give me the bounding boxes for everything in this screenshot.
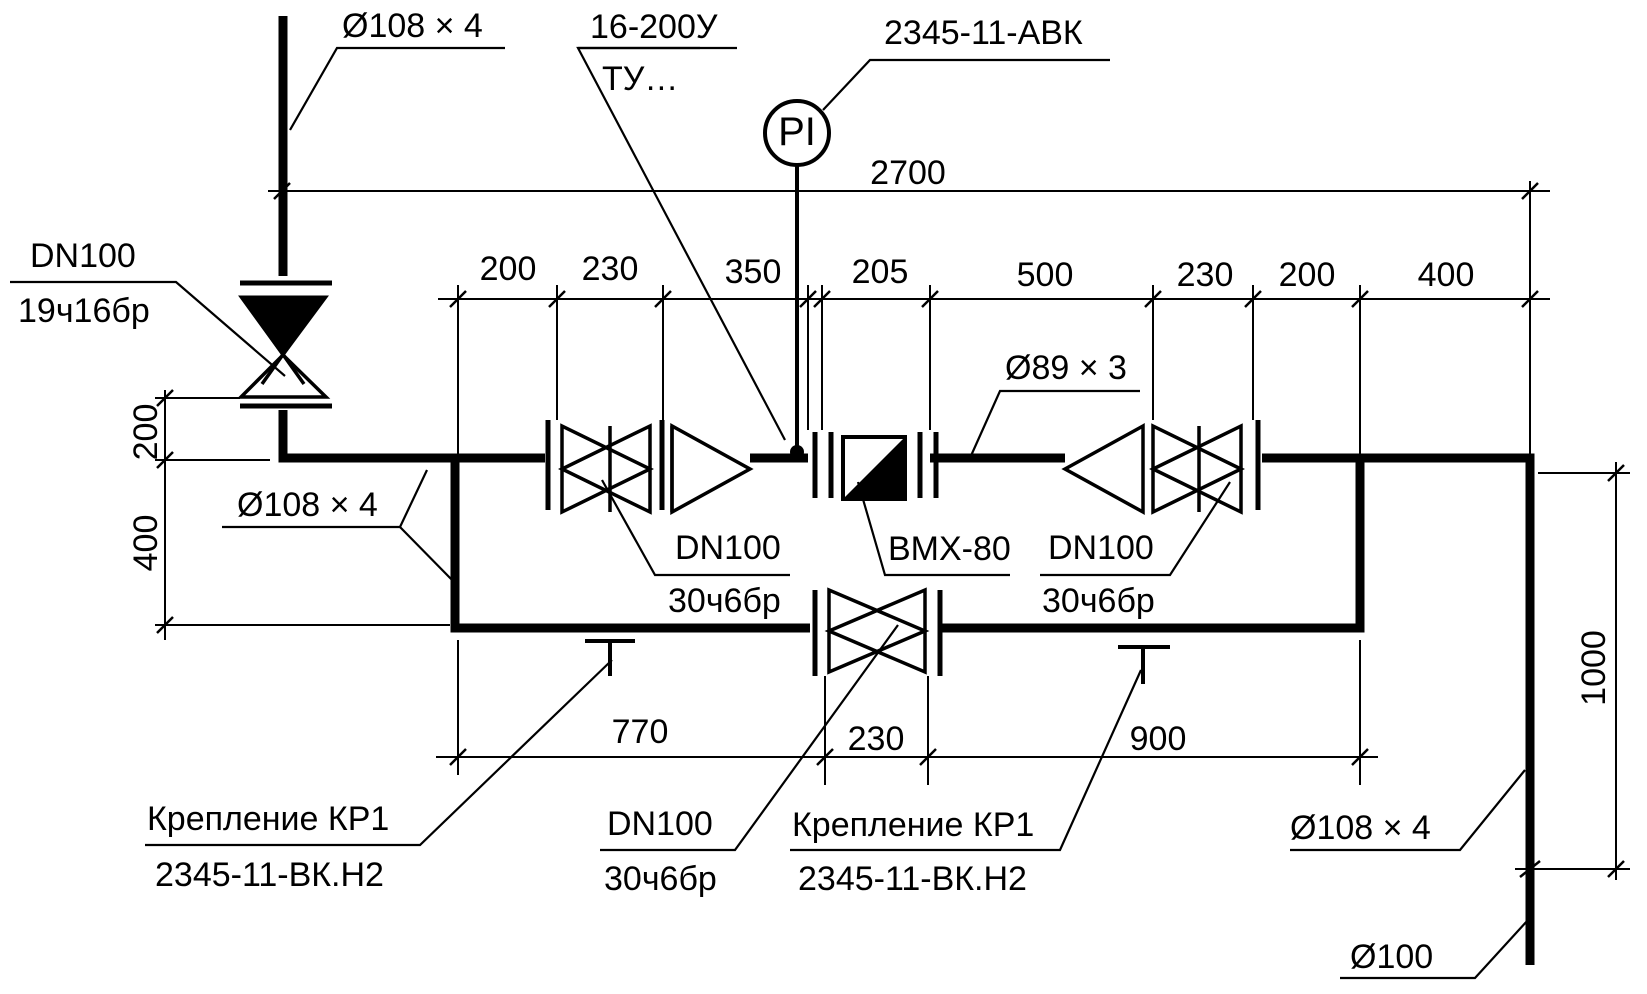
dimension-right: 1000: [1515, 462, 1630, 880]
pressure-gauge: PI: [763, 99, 831, 167]
dimension-chain-top: 200 230 350 205 500 230 200 400: [438, 250, 1550, 458]
main-pipe-segment-3: [1262, 453, 1535, 965]
valve-left-dn: DN100: [675, 529, 781, 567]
label-valve-left: DN100 30ч6бр: [601, 479, 790, 620]
label-pipe-right: Ø108 × 4: [1290, 769, 1526, 852]
pipe-top-label: Ø108 × 4: [342, 7, 483, 45]
label-valve-bypass: DN100 30ч6бр: [600, 624, 899, 898]
dim-bottom-2: 230: [848, 720, 905, 758]
support-right-1: Крепление КР1: [792, 806, 1034, 844]
dim-top-1: 200: [480, 250, 537, 288]
label-pipe-left: Ø108 × 4: [222, 469, 456, 584]
dim-top-5: 500: [1017, 256, 1074, 294]
gauge-tap-point: [790, 445, 804, 459]
label-pipe-top: Ø108 × 4: [289, 7, 505, 131]
label-pipe-mid: Ø89 × 3: [968, 349, 1140, 459]
water-meter-vmh80: [812, 432, 939, 501]
support-kr1-left: [585, 639, 635, 676]
inlet-pipe: [278, 410, 545, 463]
gate-valve-19ch16br: [236, 280, 332, 409]
valve-right-type: 30ч6бр: [1042, 582, 1155, 620]
label-valve-right: DN100 30ч6бр: [1040, 481, 1231, 620]
gate-valve-right-30ch6br: [1149, 420, 1261, 515]
filter-label-1: 16-200У: [590, 8, 718, 46]
dim-bottom-3: 900: [1130, 720, 1187, 758]
dim-top-4: 205: [852, 253, 909, 291]
label-support-left: Крепление КР1 2345-11-ВК.Н2: [145, 659, 613, 894]
valve-right-dn: DN100: [1048, 529, 1154, 567]
label-pipe-bottom: Ø100: [1340, 919, 1529, 980]
dim-top-3: 350: [725, 253, 782, 291]
dim-top-6: 230: [1177, 256, 1234, 294]
label-meter: ВМХ-80: [856, 481, 1011, 577]
label-filter: 16-200У ТУ…: [576, 8, 786, 441]
support-kr1-right: [1118, 645, 1170, 684]
gauge-ref-label: 2345-11-АВК: [884, 14, 1083, 52]
pipe-left-label: Ø108 × 4: [237, 486, 378, 524]
support-right-2: 2345-11-ВК.Н2: [798, 860, 1027, 898]
label-gauge: 2345-11-АВК: [822, 14, 1110, 111]
filter-label-2: ТУ…: [602, 60, 678, 98]
gate-valve-left-30ch6br: [545, 420, 665, 515]
gate-valve-bypass-30ch6br: [812, 587, 943, 676]
dim-top-8: 400: [1418, 256, 1475, 294]
dim-left-200: 200: [127, 404, 165, 461]
dim-top-2: 230: [582, 250, 639, 288]
label-valve-top: DN100 19ч16бр: [10, 237, 286, 377]
dimension-left: 200 400: [127, 389, 450, 640]
pipe-mid-label: Ø89 × 3: [1005, 349, 1127, 387]
pipe-right-label: Ø108 × 4: [1290, 809, 1431, 847]
gauge-symbol: PI: [778, 110, 816, 154]
valve-bypass-type: 30ч6бр: [604, 860, 717, 898]
valve-left-type: 30ч6бр: [668, 582, 781, 620]
dim-right-1000: 1000: [1575, 630, 1613, 706]
bypass-pipe-right: [940, 458, 1365, 633]
dim-top-7: 200: [1279, 256, 1336, 294]
valve-top-dn: DN100: [30, 237, 136, 275]
valve-top-type: 19ч16бр: [18, 292, 150, 330]
reducer-right: [1061, 423, 1145, 515]
support-left-1: Крепление КР1: [147, 800, 389, 838]
dim-total: 2700: [870, 154, 946, 192]
strainer-filter-16-200u: [670, 423, 754, 515]
dim-left-400: 400: [127, 515, 165, 572]
label-support-right: Крепление КР1 2345-11-ВК.Н2: [790, 669, 1143, 898]
dimension-total: 2700: [268, 154, 1550, 460]
support-left-2: 2345-11-ВК.Н2: [155, 856, 384, 894]
dim-bottom-1: 770: [612, 713, 669, 751]
meter-label: ВМХ-80: [888, 530, 1011, 568]
valve-bypass-dn: DN100: [607, 805, 713, 843]
dimension-chain-bottom: 770 230 900: [436, 640, 1378, 785]
pipe-bottom-label: Ø100: [1350, 938, 1433, 976]
gauge-circle-icon: [763, 99, 831, 167]
bypass-pipe-left: [450, 458, 810, 633]
